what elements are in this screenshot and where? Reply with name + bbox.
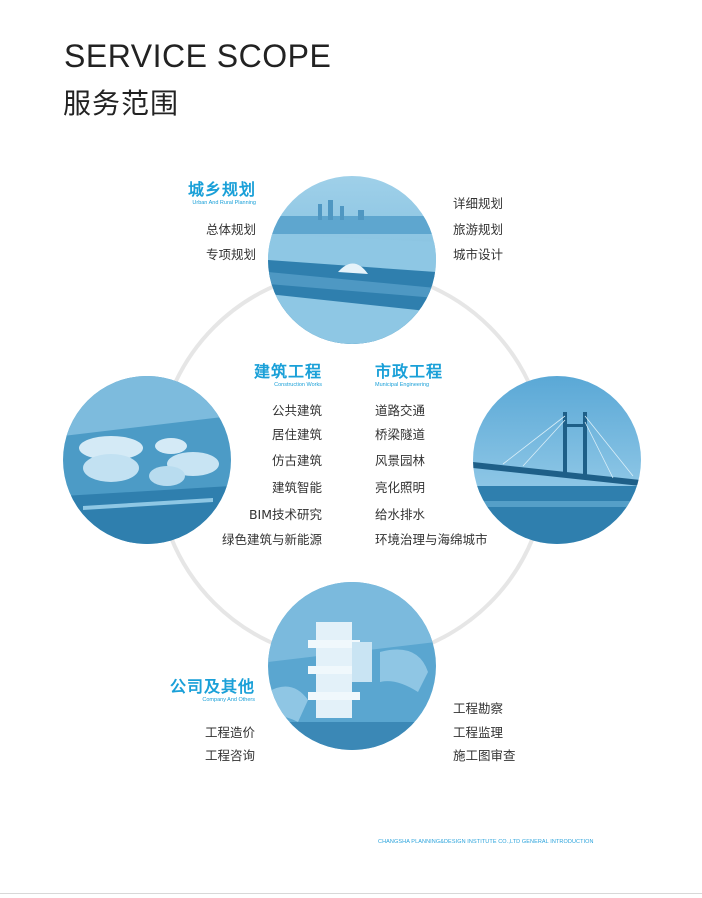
list-item: 公共建筑 [271,403,322,418]
category-municipal-engineering: 市政工程 Municipal Engineering [375,363,443,389]
list-item: 绿色建筑与新能源 [221,532,322,547]
category-company-others: 公司及其他 Company And Others [170,678,255,704]
bottom-divider [0,893,702,894]
category-title: 城乡规划 [187,180,256,199]
page-title-cn: 服务范围 [63,87,180,120]
category-subtitle: Construction Works [274,382,322,388]
list-item: 道路交通 [375,403,426,418]
list-item: 风景园林 [375,453,426,468]
footer-text: CHANGSHA PLANNING&DESIGN INSTITUTE CO.,L… [378,839,594,845]
list-item: 施工图审查 [453,748,516,763]
category-urban-planning: 城乡规划 Urban And Rural Planning [188,181,256,207]
list-item: 旅游规划 [453,222,504,237]
list-item: 亮化照明 [375,480,426,495]
company-others-image [268,582,436,750]
list-item: 环境治理与海绵城市 [375,532,488,547]
page-title-en: SERVICE SCOPE [64,38,332,74]
list-item: BIM技术研究 [248,507,322,522]
list-item: 居住建筑 [271,427,322,442]
list-item: 总体规划 [205,222,256,237]
category-subtitle: Municipal Engineering [375,382,430,388]
list-item: 专项规划 [205,247,256,262]
urban-planning-image [268,176,436,344]
category-subtitle: Urban And Rural Planning [192,200,256,206]
list-item: 给水排水 [375,507,426,522]
category-construction-works: 建筑工程 Construction Works [254,363,322,389]
list-item: 详细规划 [453,196,504,211]
construction-works-image [63,376,231,544]
list-item: 城市设计 [453,247,504,262]
category-title: 建筑工程 [253,362,322,381]
list-item: 工程咨询 [204,748,255,763]
list-item: 桥梁隧道 [375,427,426,442]
category-title: 公司及其他 [169,677,255,696]
municipal-engineering-image [473,376,641,544]
category-subtitle: Company And Others [202,697,255,703]
list-item: 工程监理 [453,725,504,740]
list-item: 工程勘察 [453,701,504,716]
category-title: 市政工程 [375,362,444,381]
list-item: 工程造价 [204,725,255,740]
list-item: 建筑智能 [271,480,322,495]
list-item: 仿古建筑 [271,453,322,468]
